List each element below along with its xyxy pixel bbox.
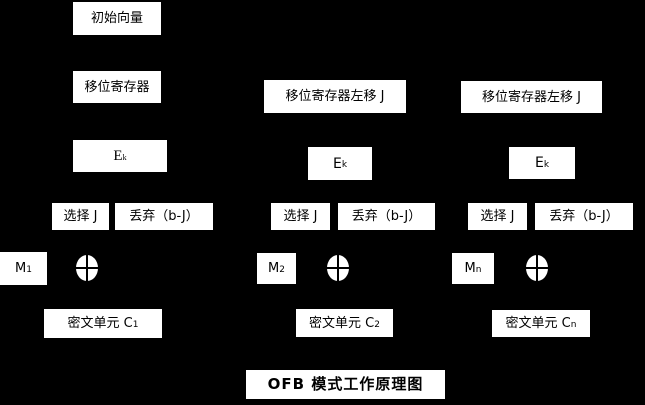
shift-register-box-2: 移位寄存器左移 J: [264, 80, 406, 113]
discard-label-1: 丢弃（b-J）: [129, 209, 199, 224]
shift-register-label-3: 移位寄存器左移 J: [482, 89, 581, 105]
shift-register-label-1: 移位寄存器: [84, 79, 150, 95]
select-j-box-3: 选择 J: [468, 203, 527, 230]
ciphertext-label-3: 密文单元 C: [505, 316, 571, 331]
discard-box-3: 丢弃（b-J）: [535, 203, 633, 230]
cipher-label-1: E: [113, 147, 123, 164]
ciphertext-label-1: 密文单元 C: [67, 316, 133, 331]
ciphertext-label-2: 密文单元 C: [309, 315, 375, 331]
xor-vertical-bar: [536, 255, 538, 281]
message-sub-3: n: [475, 265, 482, 275]
message-sub-2: 2: [279, 265, 285, 275]
cipher-label-3: E: [534, 155, 544, 171]
discard-label-3: 丢弃（b-J）: [549, 209, 619, 224]
select-j-box-2: 选择 J: [271, 203, 330, 230]
cipher-label-2: E: [332, 155, 342, 172]
shift-register-box-1: 移位寄存器: [73, 71, 161, 103]
diagram-title-label: OFB 模式工作原理图: [267, 375, 424, 393]
discard-box-2: 丢弃（b-J）: [338, 203, 435, 230]
xor-vertical-bar: [86, 255, 88, 281]
initial-vector-label: 初始向量: [90, 11, 143, 26]
cipher-sub-2: k: [341, 160, 348, 170]
initial-vector-box-1: 初始向量: [73, 2, 161, 35]
select-j-box-1: 选择 J: [52, 203, 109, 230]
ciphertext-sub-1: 1: [132, 320, 139, 330]
xor-icon: [327, 255, 349, 281]
select-j-label-2: 选择 J: [283, 209, 318, 224]
cipher-sub-1: k: [122, 153, 127, 162]
message-label-1: M: [15, 261, 27, 276]
discard-box-1: 丢弃（b-J）: [115, 203, 213, 230]
ciphertext-sub-2: 2: [374, 319, 380, 330]
shift-register-label-2: 移位寄存器左移 J: [285, 89, 385, 104]
message-sub-1: 1: [26, 265, 32, 275]
xor-icon: [526, 255, 548, 281]
xor-icon: [76, 255, 98, 281]
message-label-2: M: [268, 261, 280, 276]
xor-vertical-bar: [337, 255, 339, 281]
message-label-3: M: [464, 261, 476, 276]
select-j-label-1: 选择 J: [63, 209, 98, 224]
shift-register-box-3: 移位寄存器左移 J: [461, 81, 602, 113]
diagram-title: OFB 模式工作原理图: [245, 369, 446, 400]
cipher-sub-3: k: [543, 159, 550, 170]
ciphertext-sub-3: n: [570, 320, 577, 330]
discard-label-2: 丢弃（b-J）: [351, 209, 422, 224]
select-j-label-3: 选择 J: [480, 209, 515, 224]
